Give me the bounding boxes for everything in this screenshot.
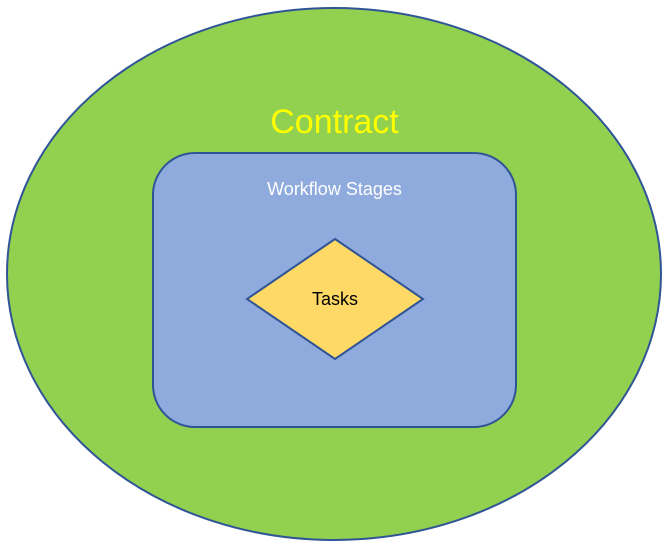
- contract-label: Contract: [270, 103, 399, 141]
- workflow-stages-label: Workflow Stages: [267, 179, 402, 199]
- tasks-diamond: [245, 237, 425, 361]
- tasks-label: Tasks: [311, 289, 358, 309]
